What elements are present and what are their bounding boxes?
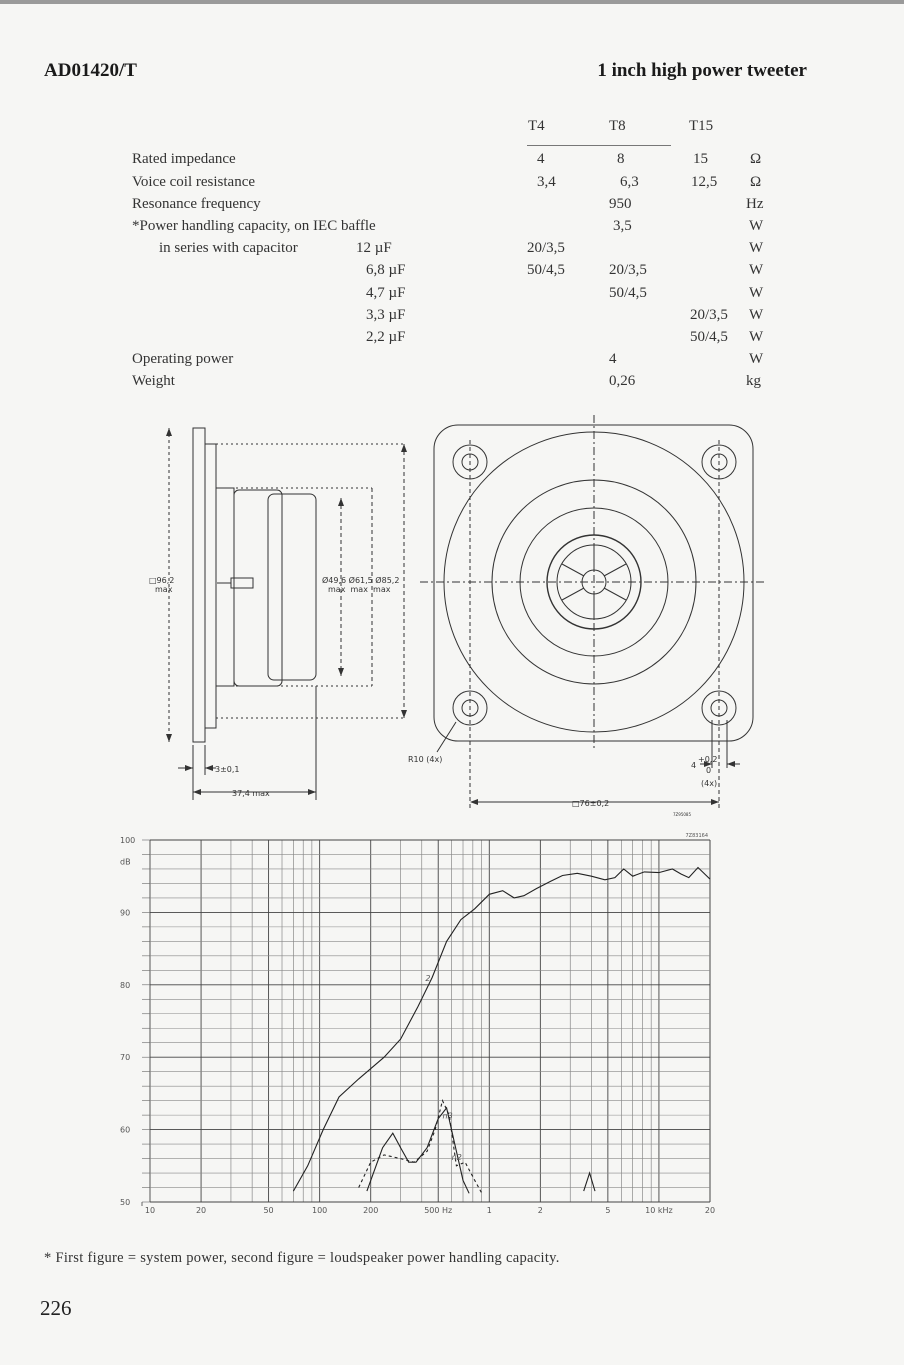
spec-t4: 20/3,5 <box>527 240 565 256</box>
spec-label: in series with capacitor <box>159 240 298 256</box>
spec-t4: 3,4 <box>537 174 556 190</box>
annotation-n3: n3 <box>443 1112 453 1121</box>
outer-dim-note: max <box>155 585 173 594</box>
spec-unit: W <box>749 329 764 345</box>
col-header-t15: T15 <box>689 118 714 134</box>
figure-code: 7Z83164 <box>685 833 708 839</box>
response-curve-4 <box>358 1098 482 1193</box>
column-header-rule <box>527 145 671 146</box>
spec-unit: kg <box>746 373 761 389</box>
spec-label: Operating power <box>132 351 234 367</box>
annotation-n2: n2 <box>452 1153 462 1162</box>
frequency-response-chart: 100 90 80 70 60 50 dB 10 20 50 100 200 500 Hz 1 2 5 10 k… <box>120 833 715 1215</box>
flange-thickness-label: 3±0,1 <box>215 765 240 774</box>
col-header-t4: T4 <box>528 118 545 134</box>
y-tick-label: 80 <box>120 981 130 990</box>
hole-label: 4 <box>691 761 696 770</box>
hole-tolerance-zero: 0 <box>706 766 711 775</box>
x-tick-label: 100 <box>312 1206 327 1215</box>
spec-label: Voice coil resistance <box>132 174 256 190</box>
spec-t15: 15 <box>693 151 708 167</box>
y-tick-label: 50 <box>120 1198 130 1207</box>
hole-count: (4x) <box>701 779 717 788</box>
diameters-label: Ø49,6 Ø61,5 Ø85,2 <box>322 575 399 585</box>
drawing-code: 7Z95085 <box>673 812 691 817</box>
spec-unit: W <box>749 285 764 301</box>
spec-capacitor: 12 µF <box>356 240 392 256</box>
spec-t15: 20/3,5 <box>690 307 728 323</box>
y-axis-label: dB <box>120 858 131 867</box>
spec-t15: 50/4,5 <box>690 329 728 345</box>
scan-top-edge <box>0 0 904 4</box>
spec-t4: 50/4,5 <box>527 262 565 278</box>
type-number: AD01420/T <box>44 60 137 81</box>
x-tick-label: 200 <box>363 1206 378 1215</box>
spec-t8: 6,3 <box>620 174 639 190</box>
x-tick-label: 10 <box>145 1206 155 1215</box>
spec-unit: Hz <box>746 196 764 212</box>
x-tick-label: 2 <box>538 1206 543 1215</box>
spec-capacitor: 3,3 µF <box>366 307 406 323</box>
x-tick-label: 5 <box>605 1206 610 1215</box>
y-tick-label: 60 <box>120 1126 130 1135</box>
spec-unit: W <box>749 218 764 234</box>
x-tick-label: 10 kHz <box>645 1206 673 1215</box>
chart-grid <box>141 839 711 1206</box>
outer-dim-label: □96,2 <box>149 576 174 585</box>
spec-t8: 950 <box>609 196 632 212</box>
y-tick-label: 100 <box>120 836 135 845</box>
depth-label: 37,4 max <box>232 789 270 798</box>
chart-series-group <box>292 866 711 1194</box>
spec-unit: Ω <box>750 151 762 167</box>
y-tick-label: 90 <box>120 908 130 917</box>
spec-capacitor: 4,7 µF <box>366 285 406 301</box>
response-curve-2 <box>366 1106 470 1194</box>
spec-t8: 50/4,5 <box>609 285 647 301</box>
spec-t8: 20/3,5 <box>609 262 647 278</box>
spec-t8: 3,5 <box>613 218 632 234</box>
x-tick-label: 50 <box>263 1206 273 1215</box>
pitch-label: □76±0,2 <box>572 799 609 808</box>
y-tick-label: 70 <box>120 1053 130 1062</box>
spec-unit: W <box>749 351 764 367</box>
page-number: 226 <box>40 1296 72 1320</box>
spec-t8: 8 <box>617 151 625 167</box>
side-view-flange <box>192 427 206 743</box>
spec-unit: W <box>749 240 764 256</box>
dimension-drawings: □96,2 max Ø49,6 Ø61,5 Ø85,2 max max max … <box>149 415 765 817</box>
spec-unit: W <box>749 307 764 323</box>
radius-label: R10 (4x) <box>408 755 442 764</box>
hole-tolerance-plus: +0,2 <box>698 755 717 764</box>
side-view-flange-lip <box>204 443 217 729</box>
x-tick-label: 20 <box>705 1206 715 1215</box>
spec-t15: 12,5 <box>691 174 718 190</box>
x-tick-label: 500 Hz <box>424 1206 452 1215</box>
spec-label: Weight <box>132 373 175 389</box>
spec-unit: W <box>749 262 764 278</box>
spec-unit: Ω <box>750 174 762 190</box>
response-curve-1 <box>292 866 711 1192</box>
spec-label: *Power handling capacity, on IEC baffle <box>132 218 376 234</box>
product-title: 1 inch high power tweeter <box>597 60 807 81</box>
col-header-t8: T8 <box>609 118 626 134</box>
response-curve-3 <box>583 1171 596 1192</box>
spec-label: Rated impedance <box>132 151 236 167</box>
diameters-note: max max max <box>328 585 391 594</box>
x-tick-label: 1 <box>487 1206 492 1215</box>
spec-t4: 4 <box>537 151 545 167</box>
spec-label: Resonance frequency <box>132 196 261 212</box>
spec-t8: 4 <box>609 351 617 367</box>
spec-capacitor: 2,2 µF <box>366 329 406 345</box>
side-view-cap <box>267 493 317 681</box>
x-tick-label: 20 <box>196 1206 206 1215</box>
spec-capacitor: 6,8 µF <box>366 262 406 278</box>
mounting-hole <box>452 690 488 726</box>
spec-t8: 0,26 <box>609 373 636 389</box>
mounting-hole <box>701 690 737 726</box>
footnote: * First figure = system power, second fi… <box>44 1250 560 1266</box>
annotation-2: 2 <box>425 974 430 983</box>
chart-labels: 100 90 80 70 60 50 dB 10 20 50 100 200 500 Hz 1 2 5 10 k… <box>120 833 715 1215</box>
